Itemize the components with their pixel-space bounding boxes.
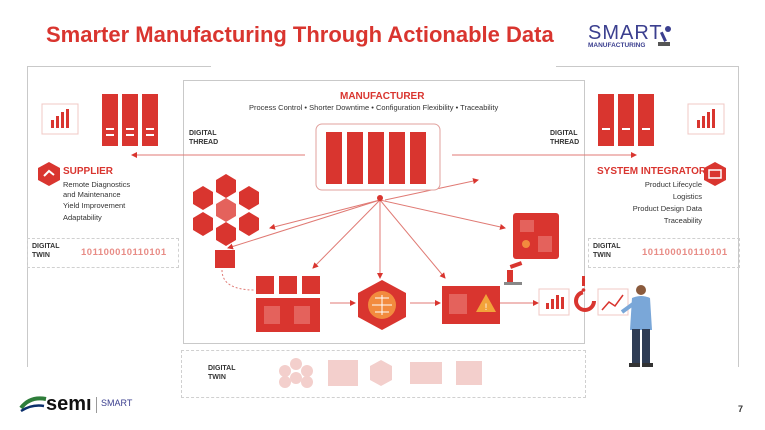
supplier-heading: SUPPLIER — [63, 166, 114, 177]
integrator-item: Product Design Data — [632, 204, 702, 213]
supplier-item: Remote Diagnostics — [63, 180, 131, 189]
digital-twin-left-box — [27, 238, 179, 268]
wafer-hexagon-center — [358, 280, 406, 330]
integrator-server-rack — [598, 94, 654, 146]
manufacturer-subheading: Process Control • Shorter Downtime • Con… — [249, 103, 499, 112]
supplier-icon — [38, 162, 60, 191]
semi-logo — [18, 394, 48, 419]
digital-thread-left-line2: THREAD — [189, 139, 219, 146]
semi-wordmark: semı — [46, 393, 92, 415]
binary-text-left: 101100010110101 — [81, 247, 167, 258]
smart-manufacturing-logo: SMART MANUFACTURING — [588, 22, 678, 56]
digital-thread-left-line1: DIGITAL — [189, 130, 217, 137]
supplier-item: Adaptability — [63, 213, 102, 222]
footer-smart-logo: SMART — [101, 398, 133, 408]
page-number: 7 — [737, 404, 743, 414]
engineer-figure-icon — [620, 285, 653, 367]
bar-chart-icon — [687, 103, 725, 135]
wafer-hexagon-cluster — [193, 174, 259, 268]
bar-chart-icon — [41, 103, 79, 135]
analytics-tiles — [538, 288, 629, 316]
robot-arm-icon — [658, 26, 671, 46]
manufacturer-server-rack — [315, 123, 441, 201]
page-title: Smarter Manufacturing Through Actionable… — [46, 22, 554, 47]
logo-smart-text: SMART — [588, 22, 663, 44]
integrator-item: Logistics — [672, 192, 702, 201]
digital-thread-right-line2: THREAD — [550, 139, 580, 146]
semi-swoosh-icon — [19, 396, 47, 413]
integrator-item: Product Lifecycle — [644, 180, 702, 189]
footer-divider — [96, 397, 97, 413]
production-machine-left — [256, 276, 320, 332]
integrator-heading: SYSTEM INTEGRATOR — [597, 166, 707, 177]
supplier-server-rack — [102, 94, 158, 146]
robot-arm-icon — [504, 261, 523, 285]
supplier-panel — [27, 66, 211, 367]
digital-twin-left-line1: DIGITAL — [32, 243, 60, 250]
manufacturer-heading: MANUFACTURER — [340, 91, 425, 102]
digital-twin-right-line1: DIGITAL — [593, 243, 621, 250]
integrator-icon — [704, 162, 726, 191]
digital-twin-faded-icons — [279, 358, 482, 388]
alert-icon — [581, 276, 586, 292]
svg-text:!: ! — [485, 302, 488, 312]
logo-manufacturing-text: MANUFACTURING — [588, 42, 646, 49]
digital-twin-bottom-box — [181, 350, 586, 398]
digital-twin-right-box — [588, 238, 740, 268]
integrator-item: Traceability — [663, 216, 702, 225]
digital-thread-right-line1: DIGITAL — [550, 130, 578, 137]
digital-twin-left-line2: TWIN — [32, 252, 50, 259]
inspection-machine: ! — [442, 286, 500, 324]
digital-twin-bottom-line1: DIGITAL — [208, 365, 236, 372]
digital-twin-right-line2: TWIN — [593, 252, 611, 259]
digital-twin-bottom-line2: TWIN — [208, 374, 226, 381]
circuit-board-icon — [513, 213, 559, 259]
binary-text-right: 101100010110101 — [642, 247, 728, 258]
supplier-item: Yield Improvement — [63, 201, 126, 210]
supplier-item: and Maintenance — [63, 190, 121, 199]
